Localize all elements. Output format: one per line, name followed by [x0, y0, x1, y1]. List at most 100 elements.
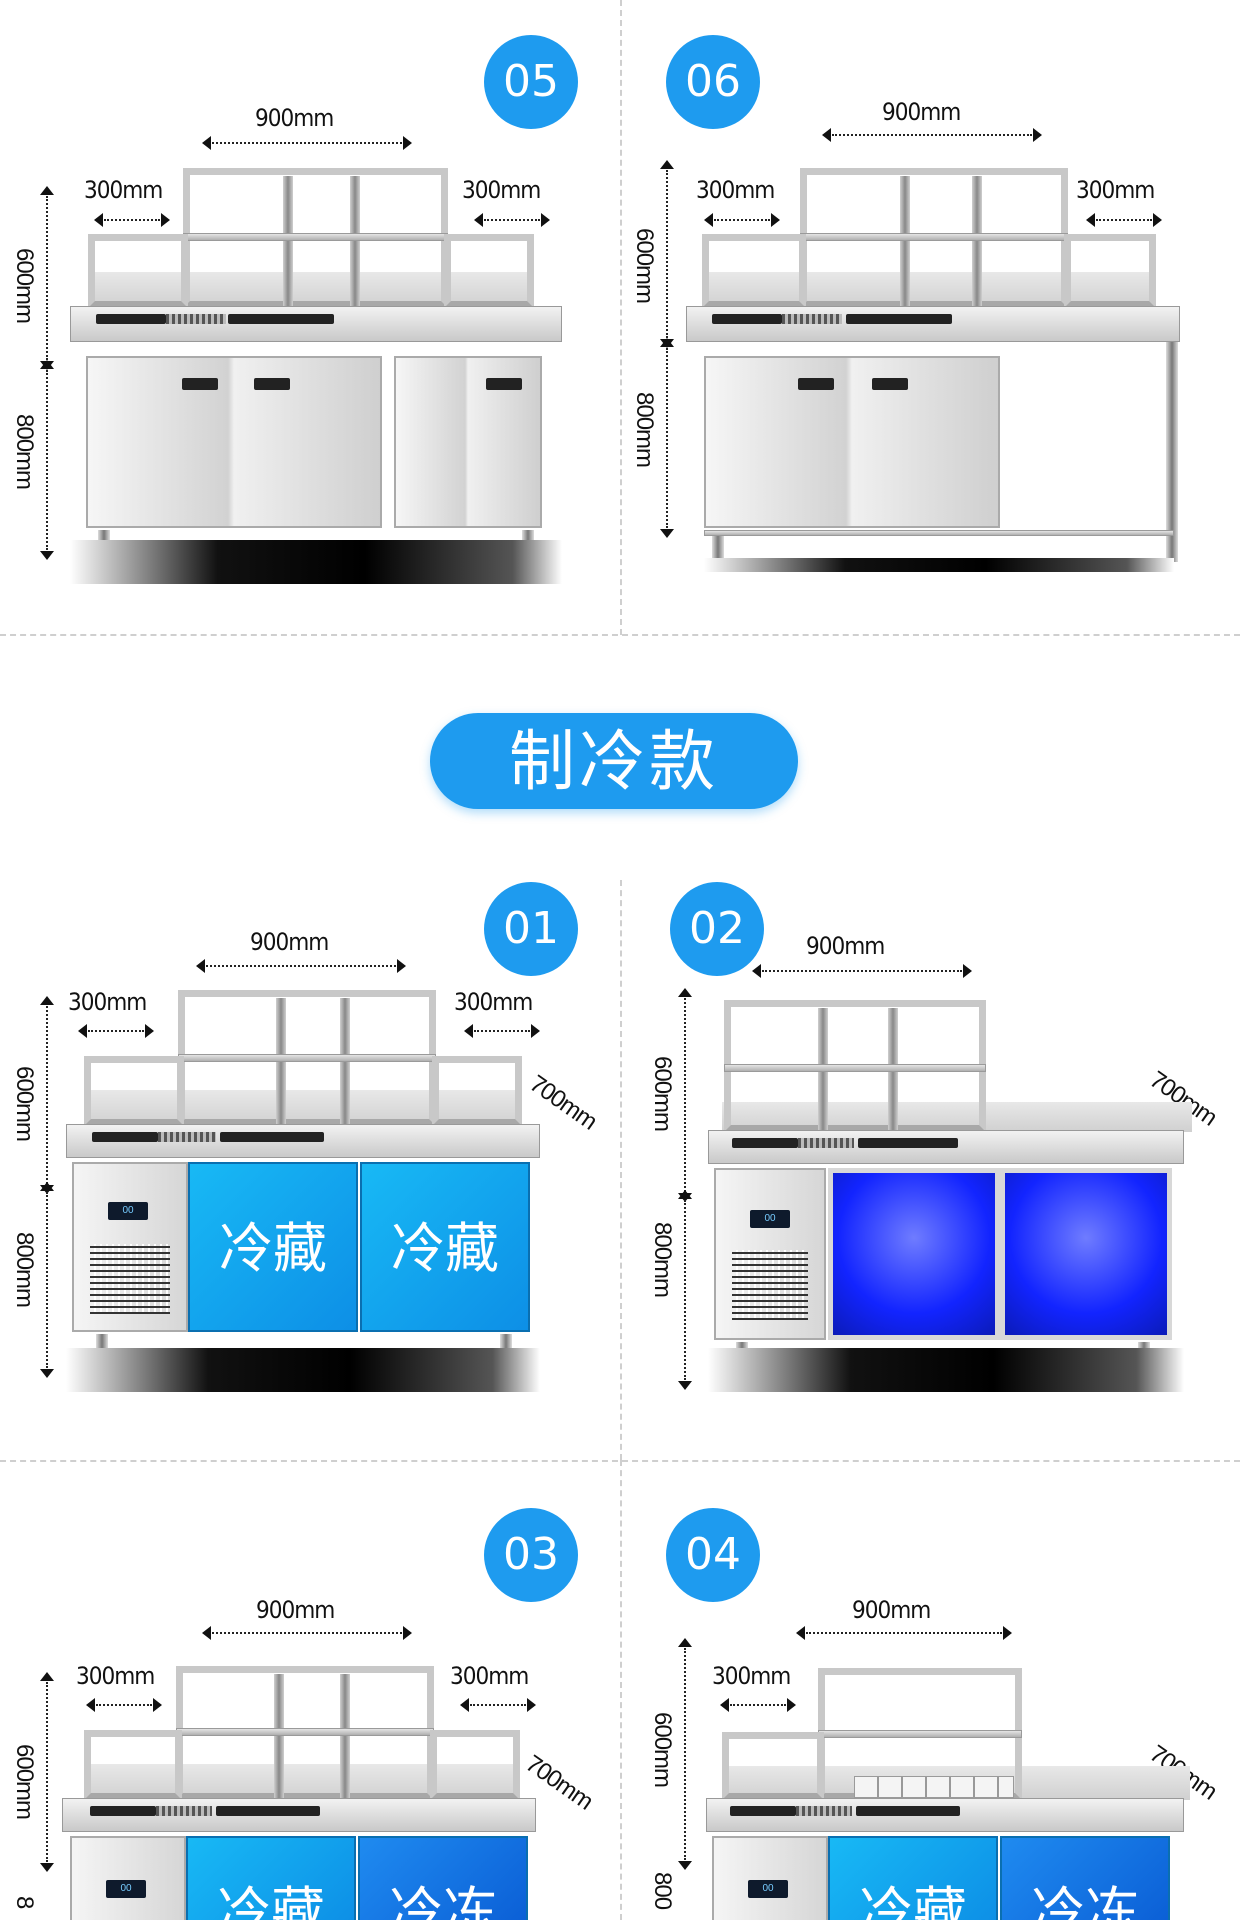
fridge-door-1: 冷藏: [188, 1162, 358, 1332]
shelf-frame-left: [702, 234, 806, 308]
lower-height-line: [678, 1190, 692, 1390]
floor-shadow: [704, 558, 1174, 572]
vent-grille: [732, 1250, 808, 1320]
door-label: 冷藏: [219, 1219, 327, 1279]
right-dimension-line: [1086, 213, 1162, 227]
lower-height-line: [40, 360, 54, 560]
temperature-display: 00: [108, 1202, 148, 1220]
door-label: 冷冻: [389, 1883, 497, 1920]
product-panel-06: 06 900mm 300mm 300mm 600mm 800mm: [620, 0, 1240, 634]
lower-height-label: 800mm: [11, 414, 38, 490]
left-dimension-line: [78, 1024, 154, 1038]
upper-height-label: 600mm: [631, 228, 658, 304]
door-label: 冷藏: [859, 1883, 967, 1920]
sink-right: [216, 1806, 320, 1816]
upper-height-label: 600mm: [11, 1066, 38, 1142]
floor-shadow: [66, 1348, 540, 1392]
right-label: 300mm: [454, 988, 533, 1016]
temperature-display: 00: [750, 1210, 790, 1228]
compressor-panel: [70, 1836, 186, 1920]
width-dimension-line: [202, 136, 412, 150]
shelf-frame-right: [432, 1056, 522, 1126]
badge-04: 04: [666, 1508, 760, 1602]
badge-01: 01: [484, 882, 578, 976]
upper-height-line: [40, 996, 54, 1194]
glass-door-2: [1000, 1168, 1172, 1340]
lower-height-label: 800mm: [631, 392, 658, 468]
upper-height-label: 600mm: [11, 248, 38, 324]
width-dimension-line: [752, 964, 972, 978]
drain-grate: [156, 1806, 212, 1816]
sink-left: [712, 314, 782, 324]
fridge-door-2: 冷冻: [1000, 1836, 1170, 1920]
temperature-display: 00: [106, 1880, 146, 1898]
width-dimension-line: [822, 128, 1042, 142]
left-dimension-line: [86, 1698, 162, 1712]
left-label: 300mm: [68, 988, 147, 1016]
right-dimension-line: [460, 1698, 536, 1712]
upper-height-label: 600mm: [11, 1744, 38, 1820]
vertical-divider-top: [620, 0, 622, 635]
width-dimension-line: [202, 1626, 412, 1640]
shelf-post: [900, 176, 910, 306]
upper-height-line: [660, 160, 674, 348]
lower-height-label: 800mm: [649, 1222, 676, 1298]
shelf-bar: [183, 233, 448, 241]
section-title-refrigeration: 制冷款: [430, 713, 798, 809]
floor-shadow: [70, 540, 562, 584]
right-dimension-line: [464, 1024, 540, 1038]
floor-shadow: [708, 1348, 1184, 1392]
fridge-door-2: 冷藏: [360, 1162, 530, 1332]
vent-grille: [90, 1244, 170, 1314]
cabinet-left: [86, 356, 382, 528]
lower-height-label: 800mm: [11, 1232, 38, 1308]
leg: [1166, 342, 1178, 562]
upper-height-label: 600mm: [649, 1056, 676, 1132]
shelf-frame-left: [84, 1056, 184, 1126]
left-label: 300mm: [712, 1662, 791, 1690]
sink-right: [228, 314, 334, 324]
door-handle: [798, 378, 834, 390]
shelf-frame-right: [430, 1730, 520, 1800]
sink-left: [90, 1806, 156, 1816]
product-panel-01: 01 900mm 300mm 300mm 700mm 600mm 800mm 0…: [0, 880, 620, 1460]
glass-door-1: [828, 1168, 1000, 1340]
sink-left: [92, 1132, 158, 1142]
door-handle: [486, 378, 522, 390]
shelf-frame-right: [1064, 234, 1156, 308]
sink-right: [220, 1132, 324, 1142]
door-handle: [872, 378, 908, 390]
right-label: 300mm: [462, 176, 541, 204]
drain-grate: [798, 1138, 854, 1148]
width-dimension-line: [196, 959, 406, 973]
shelf-bar: [176, 1728, 434, 1736]
shelf-frame-right: [444, 234, 534, 308]
shelf-bar: [178, 1054, 436, 1062]
right-label: 300mm: [1076, 176, 1155, 204]
shelf-post: [972, 176, 982, 306]
lower-height-line: [660, 338, 674, 538]
counter-top: [686, 306, 1180, 342]
shelf-bar: [818, 1730, 1022, 1738]
door-handle: [254, 378, 290, 390]
width-label: 900mm: [250, 928, 329, 956]
left-dimension-line: [720, 1698, 796, 1712]
upper-height-line: [678, 988, 692, 1202]
shelf-bar: [800, 233, 1068, 241]
shelf-frame-left: [84, 1730, 182, 1800]
shelf-frame-left: [722, 1732, 824, 1800]
width-label: 900mm: [256, 1596, 335, 1624]
width-label: 900mm: [852, 1596, 931, 1624]
width-label: 900mm: [255, 104, 334, 132]
width-dimension-line: [796, 1626, 1012, 1640]
width-label: 900mm: [806, 932, 885, 960]
door-handle: [182, 378, 218, 390]
sink-right: [858, 1138, 958, 1148]
left-dimension-line: [704, 213, 780, 227]
drain-grate: [158, 1132, 216, 1142]
lower-rail: [704, 530, 1174, 536]
topping-tray: [854, 1776, 1014, 1798]
shelf-post: [340, 1674, 350, 1798]
right-dimension-line: [474, 213, 550, 227]
fridge-door-2: 冷冻: [358, 1836, 528, 1920]
